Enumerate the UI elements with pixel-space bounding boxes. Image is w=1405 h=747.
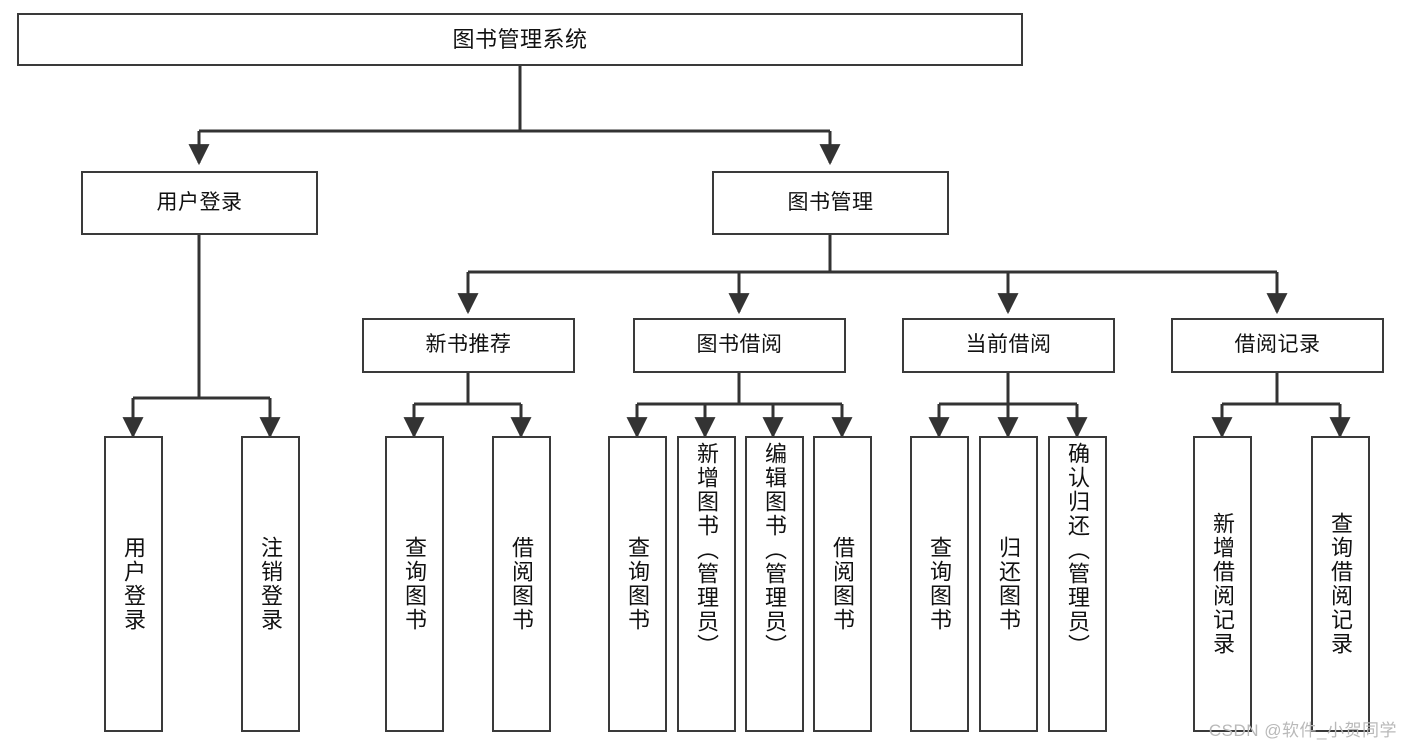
leaf-book-borrow-edit-label: 编辑图书（管理员） (762, 442, 788, 658)
node-book-borrow-label: 图书借阅 (696, 333, 783, 357)
leaf-book-borrow-add[interactable]: 新增图书（管理员） (677, 436, 736, 732)
leaf-current-borrow-return-label: 归还图书 (996, 536, 1022, 632)
leaf-current-borrow-confirm-label: 确认归还（管理员） (1065, 442, 1091, 658)
node-current-borrow-label: 当前借阅 (965, 333, 1052, 357)
node-user-login-label: 用户登录 (156, 190, 243, 214)
node-book-manage[interactable]: 图书管理 (712, 171, 949, 235)
node-root-system-label: 图书管理系统 (452, 26, 588, 52)
leaf-user-login-signin[interactable]: 用户登录 (104, 436, 163, 732)
connector-group-current-borrow (928, 373, 1088, 439)
leaf-new-book-borrow-label: 借阅图书 (509, 536, 535, 632)
leaf-borrow-record-add-label: 新增借阅记录 (1210, 512, 1236, 656)
node-user-login[interactable]: 用户登录 (81, 171, 318, 235)
connector-group-root (188, 66, 841, 166)
node-new-book-recommend-label: 新书推荐 (425, 333, 512, 357)
leaf-new-book-borrow[interactable]: 借阅图书 (492, 436, 551, 732)
leaf-user-login-signout-label: 注销登录 (258, 536, 284, 632)
leaf-borrow-record-query-label: 查询借阅记录 (1328, 512, 1354, 656)
leaf-book-borrow-add-label: 新增图书（管理员） (694, 442, 720, 658)
node-borrow-record-label: 借阅记录 (1234, 333, 1321, 357)
leaf-book-borrow-borrow-label: 借阅图书 (830, 536, 856, 632)
connector-group-new-book (403, 373, 532, 439)
connector-group-book-manage (457, 235, 1288, 315)
leaf-book-borrow-query-label: 查询图书 (625, 536, 651, 632)
connector-group-user-login (122, 235, 281, 439)
leaf-current-borrow-query[interactable]: 查询图书 (910, 436, 969, 732)
connector-group-book-borrow (626, 373, 853, 439)
leaf-borrow-record-query[interactable]: 查询借阅记录 (1311, 436, 1370, 732)
node-new-book-recommend[interactable]: 新书推荐 (362, 318, 575, 373)
leaf-book-borrow-query[interactable]: 查询图书 (608, 436, 667, 732)
leaf-current-borrow-confirm[interactable]: 确认归还（管理员） (1048, 436, 1107, 732)
watermark-text: CSDN @软件_小贺同学 (1208, 721, 1397, 740)
connector-group-borrow-record (1211, 373, 1351, 439)
leaf-current-borrow-query-label: 查询图书 (927, 536, 953, 632)
leaf-user-login-signout[interactable]: 注销登录 (241, 436, 300, 732)
node-book-borrow[interactable]: 图书借阅 (633, 318, 846, 373)
leaf-book-borrow-edit[interactable]: 编辑图书（管理员） (745, 436, 804, 732)
node-book-manage-label: 图书管理 (787, 190, 874, 214)
leaf-borrow-record-add[interactable]: 新增借阅记录 (1193, 436, 1252, 732)
leaf-book-borrow-borrow[interactable]: 借阅图书 (813, 436, 872, 732)
leaf-new-book-query-label: 查询图书 (402, 536, 428, 632)
leaf-new-book-query[interactable]: 查询图书 (385, 436, 444, 732)
node-root-system[interactable]: 图书管理系统 (17, 13, 1023, 66)
node-borrow-record[interactable]: 借阅记录 (1171, 318, 1384, 373)
node-current-borrow[interactable]: 当前借阅 (902, 318, 1115, 373)
leaf-current-borrow-return[interactable]: 归还图书 (979, 436, 1038, 732)
leaf-user-login-signin-label: 用户登录 (121, 536, 147, 632)
